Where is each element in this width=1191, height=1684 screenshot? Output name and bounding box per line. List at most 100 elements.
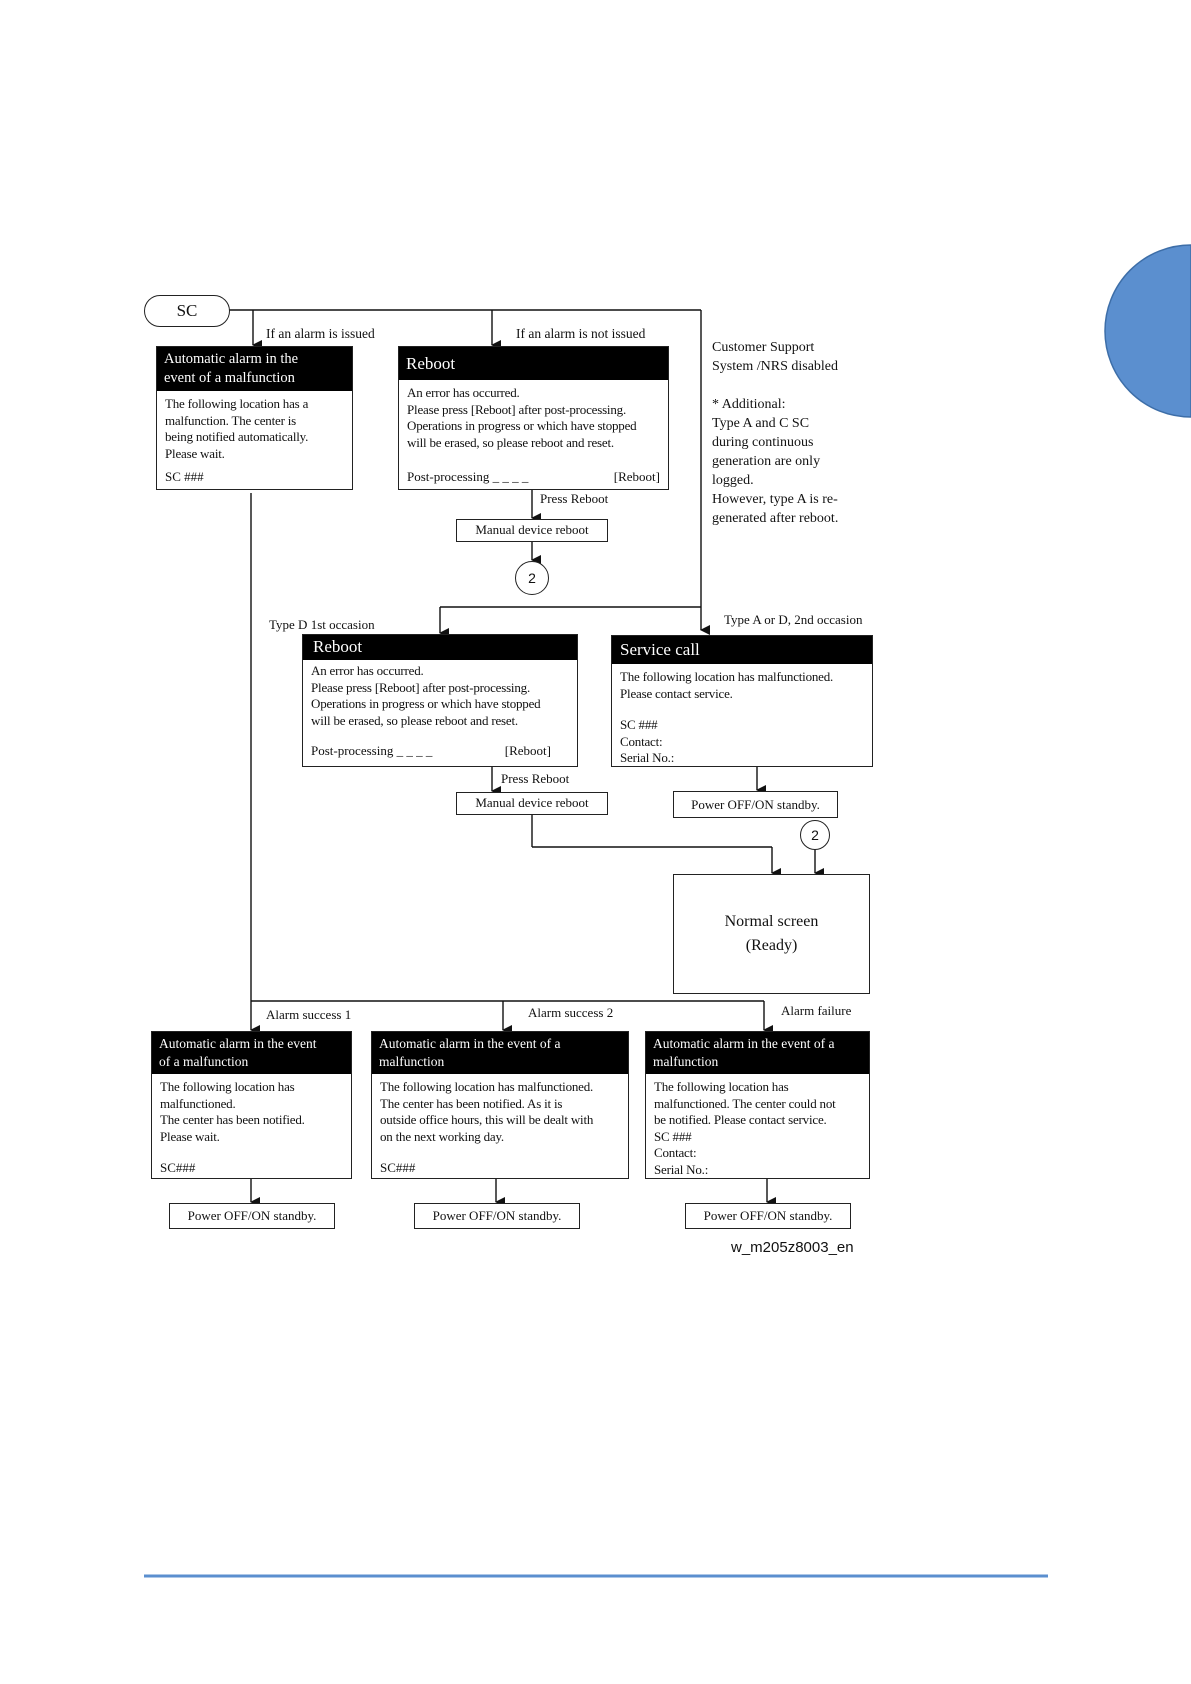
normal-line: (Ready) bbox=[745, 937, 798, 954]
success-2-body: The following location has malfunctioned… bbox=[372, 1074, 628, 1145]
body-line: Please press [Reboot] after post-process… bbox=[407, 401, 626, 417]
body-line: being notified automatically. bbox=[165, 429, 309, 444]
failure-body: The following location has malfunctioned… bbox=[646, 1074, 869, 1178]
start-terminal: SC bbox=[144, 295, 230, 327]
header-line: of a malfunction bbox=[159, 1054, 249, 1069]
body-line: The center has been notified. As it is bbox=[380, 1095, 563, 1111]
alarm-failure-box: Automatic alarm in the event of a malfun… bbox=[645, 1031, 870, 1179]
body-line: The center has been notified. bbox=[160, 1112, 305, 1127]
label-alarm-not-issued: If an alarm is not issued bbox=[516, 326, 646, 341]
label-type-d-first: Type D 1st occasion bbox=[269, 617, 375, 632]
note-line: Type A and C SC bbox=[712, 416, 810, 431]
post-processing-label: Post-processing _ _ _ _ bbox=[311, 743, 433, 758]
reboot-top-header: Reboot bbox=[399, 347, 668, 380]
service-call-body: The following location has malfunctioned… bbox=[612, 664, 872, 767]
note-line: * Additional: bbox=[712, 397, 786, 412]
auto-alarm-body: The following location has a malfunction… bbox=[157, 391, 352, 462]
note-line: during continuous bbox=[712, 435, 814, 450]
power-standby-service-call[interactable]: Power OFF/ON standby. bbox=[673, 791, 838, 818]
failure-header: Automatic alarm in the event of a malfun… bbox=[646, 1032, 869, 1074]
body-line: The following location has malfunctioned… bbox=[380, 1079, 594, 1094]
note-line: Customer Support bbox=[712, 340, 815, 355]
body-line: An error has occurred. bbox=[311, 663, 424, 678]
body-line: SC ### bbox=[654, 1128, 692, 1144]
normal-line: Normal screen bbox=[724, 913, 819, 930]
service-call-box: Service call The following location has … bbox=[611, 635, 873, 767]
note-line: generation are only bbox=[712, 454, 821, 469]
header-line: malfunction bbox=[653, 1054, 719, 1069]
header-line: Automatic alarm in the event bbox=[159, 1036, 317, 1051]
reboot-button[interactable]: [Reboot] bbox=[504, 743, 551, 758]
alarm-success-2-box: Automatic alarm in the event of a malfun… bbox=[371, 1031, 629, 1179]
power-standby-failure[interactable]: Power OFF/ON standby. bbox=[685, 1203, 851, 1229]
power-standby-success-2[interactable]: Power OFF/ON standby. bbox=[414, 1203, 580, 1229]
auto-alarm-header: Automatic alarm in the event of a malfun… bbox=[157, 347, 352, 391]
reboot-mid-header: Reboot bbox=[303, 635, 577, 660]
body-line: be notified. Please contact service. bbox=[654, 1112, 827, 1127]
success-2-header: Automatic alarm in the event of a malfun… bbox=[372, 1032, 628, 1074]
body-line: The following location has malfunctioned… bbox=[620, 669, 834, 684]
body-line: The following location has bbox=[654, 1079, 789, 1094]
body-line: Please wait. bbox=[160, 1128, 220, 1144]
reboot-top-body: An error has occurred. Please press [Reb… bbox=[399, 380, 668, 451]
body-line: will be erased, so please reboot and res… bbox=[407, 434, 614, 450]
label-alarm-issued: If an alarm is issued bbox=[266, 326, 375, 341]
header-line: Automatic alarm in the event of a bbox=[379, 1036, 561, 1051]
auto-alarm-box: Automatic alarm in the event of a malfun… bbox=[156, 346, 353, 490]
reboot-top-box: Reboot An error has occurred. Please pre… bbox=[398, 346, 669, 490]
body-line: Contact: bbox=[620, 733, 663, 749]
body-line: malfunction. The center is bbox=[165, 412, 297, 428]
body-line: malfunctioned. The center could not bbox=[654, 1095, 836, 1111]
reboot-button[interactable]: [Reboot] bbox=[613, 469, 660, 484]
body-line: The following location has bbox=[160, 1079, 295, 1094]
manual-reboot-button-1[interactable]: Manual device reboot bbox=[456, 519, 608, 542]
header-line: Automatic alarm in the bbox=[164, 351, 299, 367]
header-line: malfunction bbox=[379, 1054, 445, 1069]
body-line: Serial No.: bbox=[620, 750, 675, 765]
reboot-top-footer: Post-processing _ _ _ _ [Reboot] bbox=[407, 469, 660, 485]
body-line: Contact: bbox=[654, 1145, 697, 1160]
connector-2-top: 2 bbox=[515, 561, 549, 595]
note-line: However, type A is re- bbox=[712, 492, 838, 507]
header-line: Automatic alarm in the event of a bbox=[653, 1036, 835, 1051]
header-line: event of a malfunction bbox=[164, 370, 295, 386]
connector-2-bottom: 2 bbox=[800, 820, 830, 850]
body-line: Serial No.: bbox=[654, 1161, 709, 1177]
success-1-body: The following location has malfunctioned… bbox=[152, 1074, 351, 1145]
normal-screen-box: Normal screen (Ready) bbox=[673, 874, 870, 994]
body-line: will be erased, so please reboot and res… bbox=[311, 712, 518, 728]
body-line: Please press [Reboot] after post-process… bbox=[311, 679, 530, 695]
power-standby-success-1[interactable]: Power OFF/ON standby. bbox=[169, 1203, 335, 1229]
side-note: Customer Support System /NRS disabled * … bbox=[712, 338, 838, 528]
body-line: SC ### bbox=[620, 717, 658, 732]
label-press-reboot-1: Press Reboot bbox=[540, 491, 609, 506]
note-line: System /NRS disabled bbox=[712, 359, 839, 374]
note-line: generated after reboot. bbox=[712, 511, 839, 526]
reboot-mid-footer: Post-processing _ _ _ _ [Reboot] bbox=[311, 743, 569, 759]
success-1-header: Automatic alarm in the event of a malfun… bbox=[152, 1032, 351, 1074]
figure-id: w_m205z8003_en bbox=[731, 1239, 854, 1256]
body-line: Please contact service. bbox=[620, 685, 733, 701]
service-call-header: Service call bbox=[612, 636, 872, 664]
success-2-footer: SC### bbox=[380, 1160, 416, 1175]
body-line: Operations in progress or which have sto… bbox=[311, 696, 541, 711]
label-alarm-success-1: Alarm success 1 bbox=[266, 1007, 352, 1022]
manual-reboot-button-2[interactable]: Manual device reboot bbox=[456, 792, 608, 815]
label-alarm-failure: Alarm failure bbox=[781, 1003, 852, 1018]
label-alarm-success-2: Alarm success 2 bbox=[528, 1005, 614, 1020]
success-1-footer: SC### bbox=[160, 1160, 196, 1175]
body-line: An error has occurred. bbox=[407, 385, 520, 400]
reboot-mid-box: Reboot An error has occurred. Please pre… bbox=[302, 634, 578, 767]
body-line: The following location has a bbox=[165, 396, 309, 411]
label-press-reboot-2: Press Reboot bbox=[501, 771, 570, 786]
label-type-ad-second: Type A or D, 2nd occasion bbox=[724, 612, 863, 627]
auto-alarm-footer: SC ### bbox=[165, 469, 204, 484]
body-line: Please wait. bbox=[165, 445, 225, 461]
body-line: outside office hours, this will be dealt… bbox=[380, 1112, 594, 1127]
body-line: malfunctioned. bbox=[160, 1095, 236, 1111]
body-line: on the next working day. bbox=[380, 1128, 504, 1144]
start-label: SC bbox=[176, 301, 198, 320]
alarm-success-1-box: Automatic alarm in the event of a malfun… bbox=[151, 1031, 352, 1179]
post-processing-label: Post-processing _ _ _ _ bbox=[407, 469, 529, 484]
